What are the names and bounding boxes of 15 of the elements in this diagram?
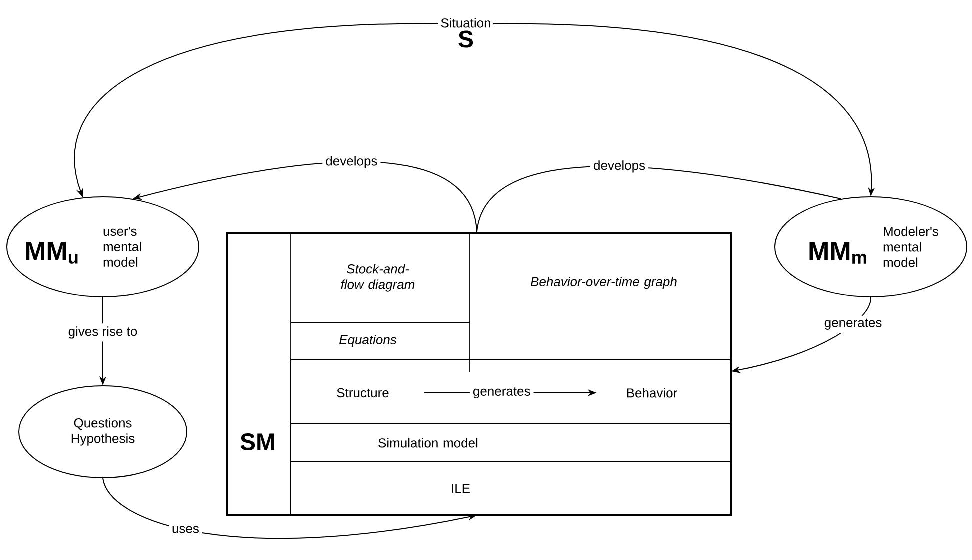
edge-label: uses — [168, 523, 202, 536]
row-box: ILE — [290, 462, 732, 516]
edge-label: generates — [470, 384, 534, 402]
edge-label: generates — [821, 316, 886, 333]
edge-label: develops — [590, 158, 649, 176]
cell-text: Structure — [337, 388, 389, 398]
cell-text: Behavior — [627, 388, 678, 398]
row-box: Simulation model — [290, 424, 732, 462]
cell-text: Equations — [340, 334, 397, 348]
edge-label: gives rise to — [65, 324, 141, 342]
cell-text: Stock-and-flow diagram — [341, 264, 415, 292]
heading-text: Situation S — [441, 18, 490, 48]
edge-label: develops — [322, 153, 381, 172]
row-box — [290, 360, 732, 424]
cell-text: Behavior-over-time graph — [530, 276, 677, 290]
